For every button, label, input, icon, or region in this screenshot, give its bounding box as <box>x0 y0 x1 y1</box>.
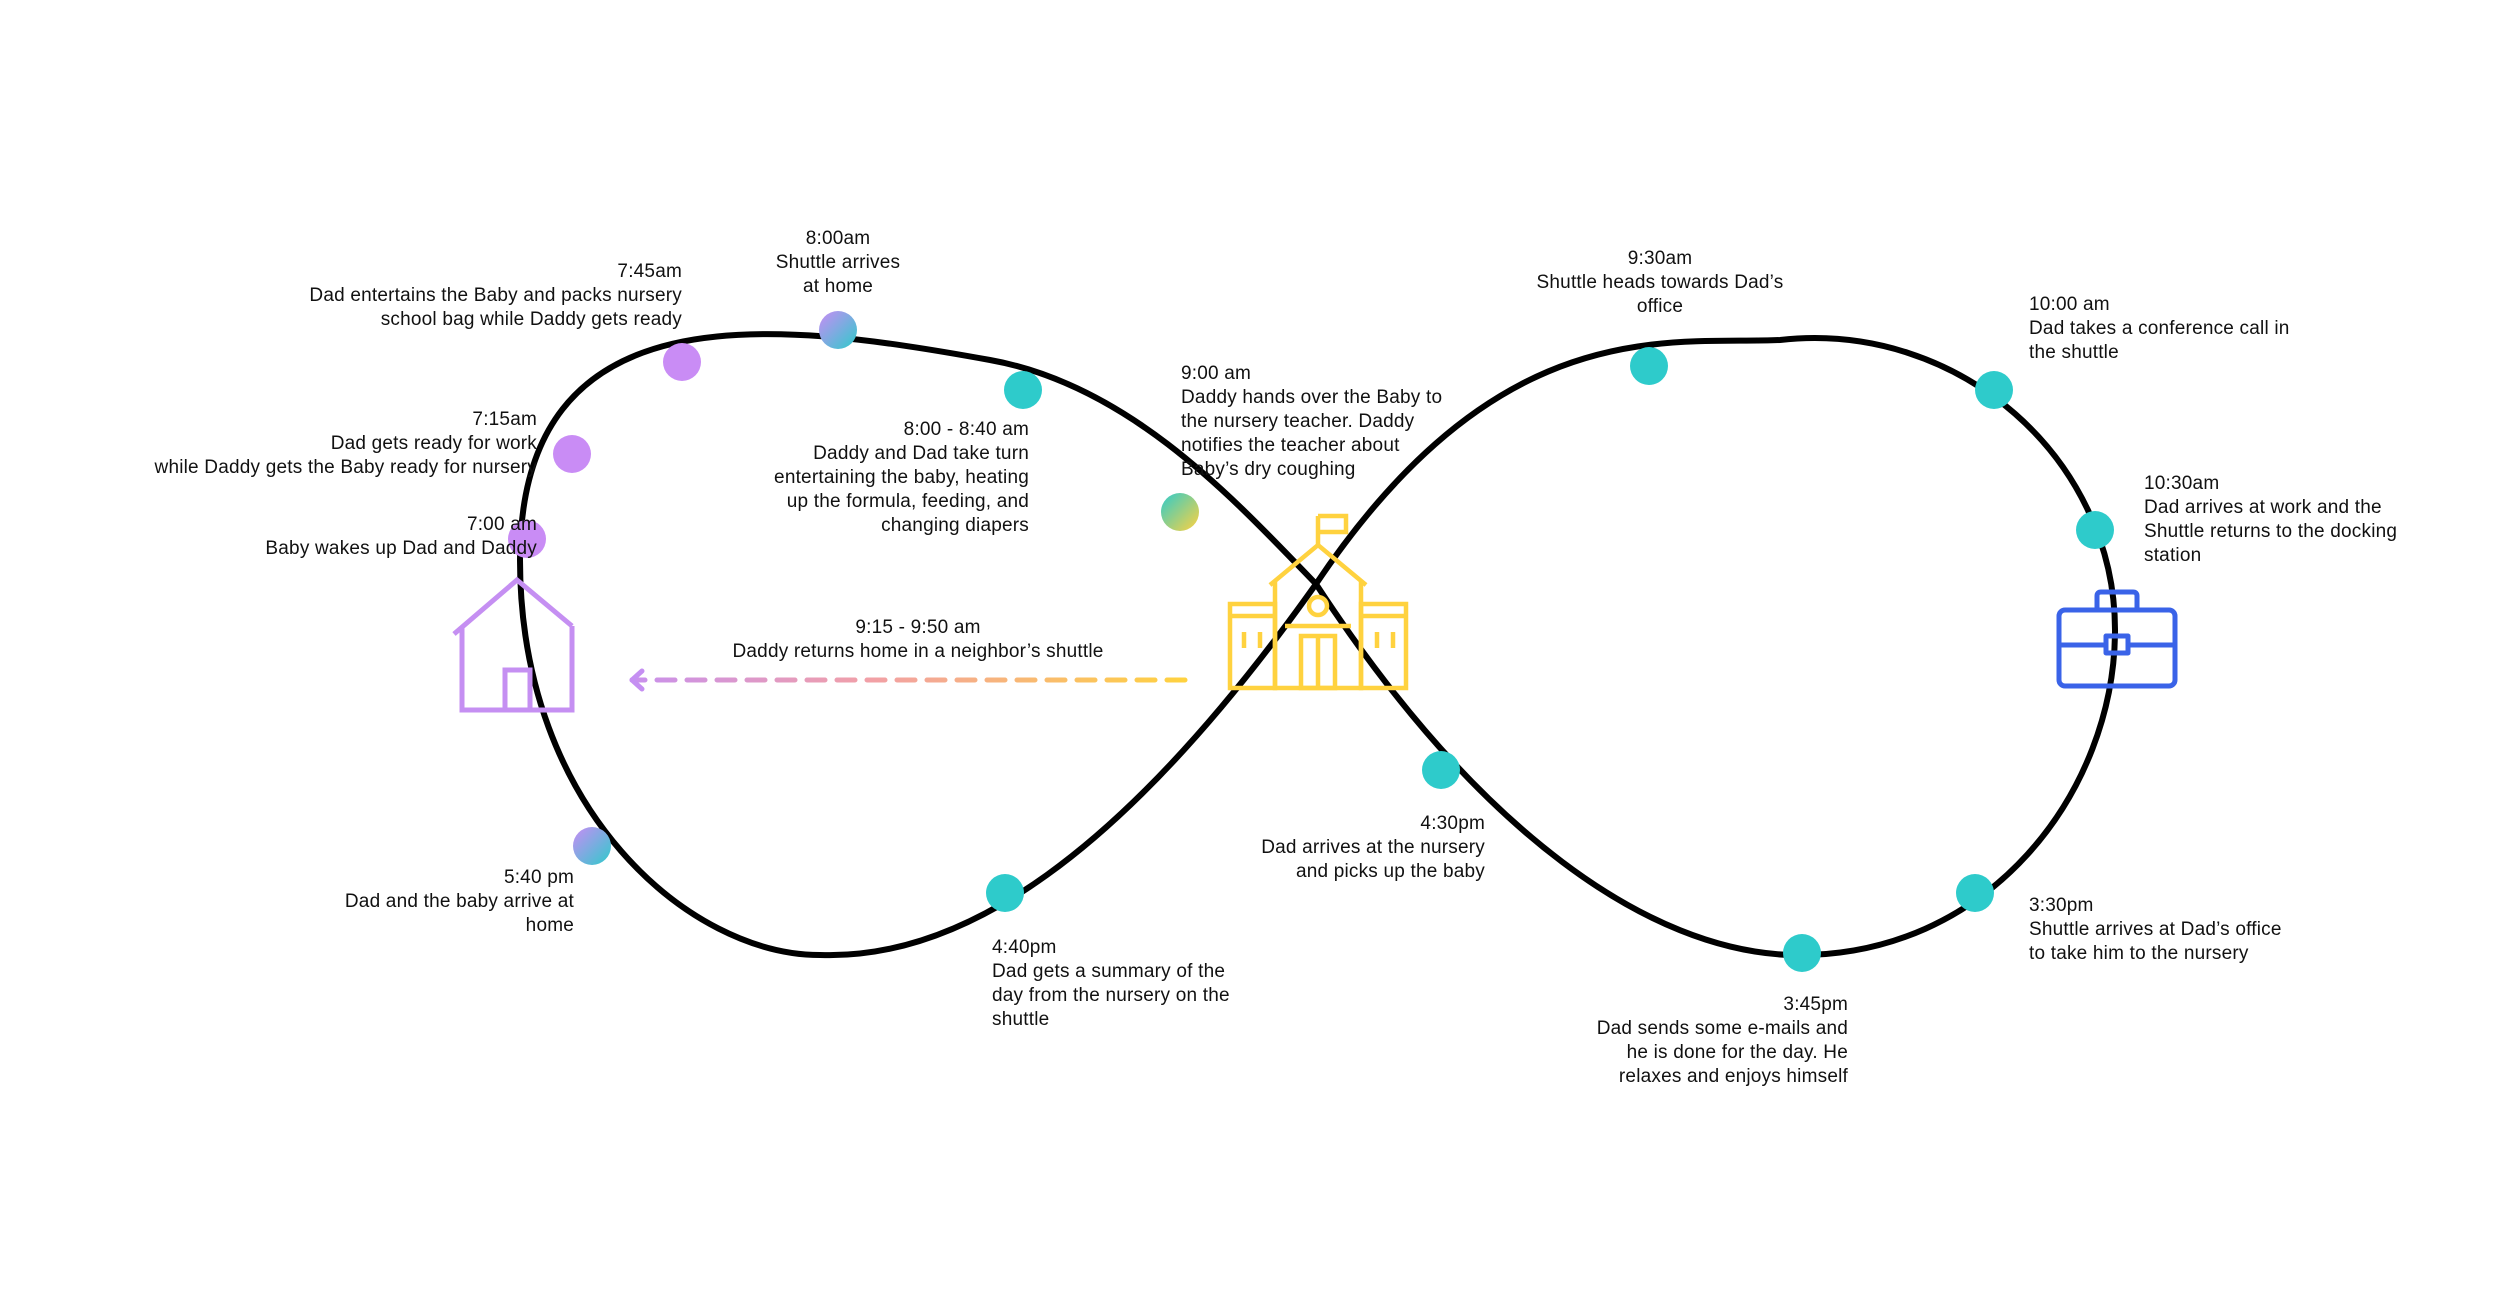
dot-8-00-8-40[interactable] <box>1004 371 1042 409</box>
event-text: Daddy returns home in a neighbor’s shutt… <box>732 641 1104 662</box>
school-building-icon <box>1227 513 1409 691</box>
dot-3-45[interactable] <box>1783 934 1821 972</box>
event-time: 8:00am <box>805 228 871 249</box>
event-text: to take him to the nursery <box>2029 943 2249 964</box>
event-text: day from the nursery on the <box>992 985 1230 1006</box>
dot-4-40[interactable] <box>986 874 1024 912</box>
dot-8-00[interactable] <box>819 311 857 349</box>
event-time: 9:30am <box>1627 248 1693 269</box>
event-text: the shuttle <box>2029 342 2119 363</box>
event-text: home <box>525 915 574 936</box>
event-text: Dad arrives at the nursery <box>1261 837 1485 858</box>
event-text: Dad gets a summary of the <box>992 961 1226 982</box>
event-text: Daddy and Dad take turn <box>813 443 1029 464</box>
event-time: 4:40pm <box>992 937 1057 958</box>
event-time: 10:00 am <box>2029 294 2110 315</box>
event-3-30: 3:30pm Shuttle arrives at Dad’s office t… <box>2029 894 2282 966</box>
event-4-40: 4:40pm Dad gets a summary of the day fro… <box>992 936 1230 1032</box>
event-text: Shuttle arrives at Dad’s office <box>2029 919 2282 940</box>
event-10-30: 10:30am Dad arrives at work and the Shut… <box>2144 472 2397 568</box>
event-3-45: 3:45pm Dad sends some e-mails and he is … <box>1597 993 1848 1089</box>
event-text: entertaining the baby, heating <box>774 467 1029 488</box>
briefcase-icon <box>2056 589 2178 689</box>
event-text: at home <box>802 276 874 297</box>
event-time: 7:15am <box>472 409 537 430</box>
event-text: office <box>1636 296 1684 317</box>
timeline-dots <box>508 311 2114 972</box>
event-time: 10:30am <box>2144 473 2220 494</box>
return-arrow <box>629 668 1188 692</box>
house-icon <box>452 576 575 713</box>
event-time: 7:45am <box>617 261 682 282</box>
event-time: 5:40 pm <box>503 867 574 888</box>
event-text: relaxes and enjoys himself <box>1618 1066 1848 1087</box>
dot-3-30[interactable] <box>1956 874 1994 912</box>
event-text: shuttle <box>992 1009 1050 1030</box>
event-time: 4:30pm <box>1420 813 1485 834</box>
event-8-00: 8:00am Shuttle arrives at home <box>758 227 918 299</box>
event-text: up the formula, feeding, and <box>786 491 1029 512</box>
dot-4-30[interactable] <box>1422 751 1460 789</box>
infinity-route-path <box>517 331 2118 959</box>
event-time: 9:15 - 9:50 am <box>855 617 981 638</box>
dot-7-00[interactable] <box>508 520 546 558</box>
event-time: 7:00 am <box>466 514 537 535</box>
event-text: Dad sends some e-mails and <box>1596 1018 1848 1039</box>
event-text: Dad and the baby arrive at <box>344 891 574 912</box>
event-text: Dad entertains the Baby and packs nurser… <box>309 285 682 306</box>
dot-10-30[interactable] <box>2076 511 2114 549</box>
event-9-30: 9:30am Shuttle heads towards Dad’s offic… <box>1500 247 1820 319</box>
event-text: he is done for the day. He <box>1626 1042 1848 1063</box>
event-time: 3:30pm <box>2029 895 2094 916</box>
event-7-15: 7:15am Dad gets ready for work while Dad… <box>155 408 537 480</box>
event-text: notifies the teacher about <box>1181 435 1400 456</box>
dot-7-15[interactable] <box>553 435 591 473</box>
event-7-00: 7:00 am Baby wakes up Dad and Daddy <box>265 513 537 561</box>
dot-10-00[interactable] <box>1975 371 2013 409</box>
dot-7-45[interactable] <box>663 343 701 381</box>
event-9-00: 9:00 am Daddy hands over the Baby to the… <box>1181 362 1442 482</box>
event-text: station <box>2144 545 2202 566</box>
event-text: Shuttle returns to the docking <box>2144 521 2398 542</box>
event-text: changing diapers <box>881 515 1029 536</box>
dot-9-00[interactable] <box>1161 493 1199 531</box>
event-8-00-8-40: 8:00 - 8:40 am Daddy and Dad take turn e… <box>774 418 1029 538</box>
event-text: Baby wakes up Dad and Daddy <box>265 538 537 559</box>
event-time: 8:00 - 8:40 am <box>903 419 1029 440</box>
event-4-30: 4:30pm Dad arrives at the nursery and pi… <box>1261 812 1485 884</box>
event-text: while Daddy gets the Baby ready for nurs… <box>154 457 537 478</box>
event-text: school bag while Daddy gets ready <box>380 309 682 330</box>
event-text: Shuttle arrives <box>775 252 901 273</box>
event-9-15: 9:15 - 9:50 am Daddy returns home in a n… <box>668 616 1168 664</box>
event-10-00: 10:00 am Dad takes a conference call in … <box>2029 293 2290 365</box>
event-text: the nursery teacher. Daddy <box>1181 411 1415 432</box>
event-time: 9:00 am <box>1181 363 1252 384</box>
event-text: Dad takes a conference call in <box>2029 318 2290 339</box>
event-time: 3:45pm <box>1783 994 1848 1015</box>
event-text: Dad gets ready for work <box>330 433 537 454</box>
event-text: and picks up the baby <box>1295 861 1485 882</box>
event-text: Dad arrives at work and the <box>2144 497 2382 518</box>
dot-5-40[interactable] <box>573 827 611 865</box>
event-text: Baby’s dry coughing <box>1181 459 1356 480</box>
event-7-45: 7:45am Dad entertains the Baby and packs… <box>309 260 682 332</box>
dot-9-30[interactable] <box>1630 347 1668 385</box>
event-text: Daddy hands over the Baby to <box>1181 387 1443 408</box>
event-5-40: 5:40 pm Dad and the baby arrive at home <box>345 866 574 938</box>
event-text: Shuttle heads towards Dad’s <box>1536 272 1784 293</box>
